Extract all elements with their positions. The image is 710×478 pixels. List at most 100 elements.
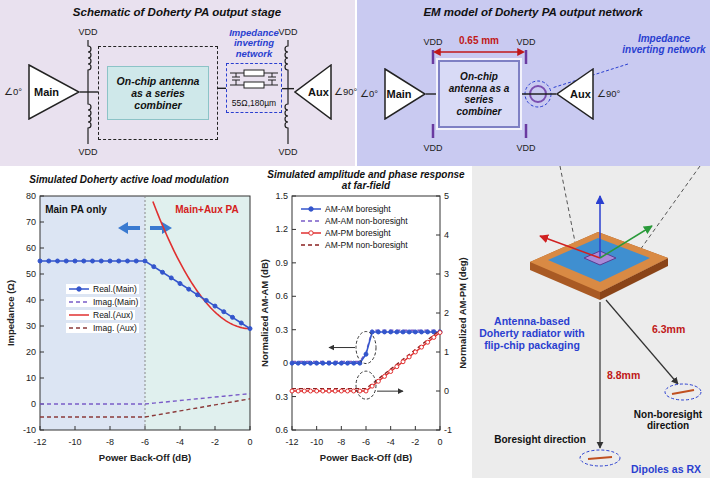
data-curve [40, 261, 250, 329]
drawing-rect [145, 196, 250, 430]
load-modulation-chart [38, 196, 252, 430]
wire-connector [520, 93, 556, 94]
axis-tick: 60 [26, 243, 36, 253]
data-marker [426, 340, 430, 344]
drawing-line [236, 73, 237, 77]
drawing-line [436, 352, 440, 353]
data-marker [117, 259, 121, 263]
axis-tick: 40 [26, 295, 36, 305]
drawing-line [292, 430, 296, 431]
axis-tick: -1 [444, 425, 452, 435]
legend-entry: AM-PM boresight [298, 228, 393, 238]
data-marker [376, 379, 380, 383]
drawing-line [525, 124, 528, 138]
axis-tick: 0 [444, 386, 449, 396]
drawing-line [436, 313, 440, 314]
axis-tick: -2 [211, 437, 219, 447]
drawing-line [377, 391, 403, 392]
drawing-line [292, 296, 296, 297]
annotation-label: Normalized AM-PM (deg) [458, 257, 469, 369]
annotation-label: Normalized AM-AM (dB) [260, 259, 271, 367]
drawing-rect [292, 196, 440, 430]
legend-entry: AM-AM boresight [298, 204, 393, 214]
legend-line-sample [300, 205, 322, 213]
annotation-label: 0.65 mm [459, 35, 499, 46]
axis-tick: -10 [310, 437, 323, 447]
data-curve [292, 330, 440, 361]
data-curve [40, 399, 250, 417]
axis-tick: -8 [337, 437, 345, 447]
data-marker [358, 389, 362, 393]
drawing-rect [40, 196, 145, 430]
data-marker [82, 259, 86, 263]
data-marker [364, 389, 368, 393]
data-marker [389, 370, 393, 374]
axis-tick: -12 [33, 437, 46, 447]
drawing-line [145, 196, 146, 430]
drawing-line [292, 229, 296, 230]
drawing-line [436, 196, 440, 197]
axis-tick: -6 [362, 437, 370, 447]
network-heading: Impedance inverting network [226, 28, 282, 59]
data-marker [327, 361, 331, 365]
data-marker [346, 389, 350, 393]
data-marker [346, 361, 350, 365]
data-marker [213, 304, 217, 308]
axis-tick: -10 [68, 437, 81, 447]
data-marker [321, 361, 325, 365]
axis-tick: -6 [141, 437, 149, 447]
amplifier-triangle: Main [28, 64, 80, 120]
drawing-line [40, 430, 44, 431]
data-marker [407, 355, 411, 359]
chip-illustration [530, 196, 668, 300]
drawing-line [316, 426, 317, 430]
data-marker [99, 259, 103, 263]
data-marker [239, 321, 243, 325]
axis-tick: 1.2 [275, 224, 288, 234]
annotation-label: Power Back-Off (dB) [99, 453, 191, 464]
axis-tick: 1.5 [275, 191, 288, 201]
data-marker [395, 365, 399, 369]
transmission-line-symbol [230, 68, 278, 94]
triangle-shape [295, 65, 331, 119]
annotation-label: 8.8mm [607, 370, 640, 382]
data-marker [413, 350, 417, 354]
amplifier-triangle: Main [384, 68, 426, 120]
axis-tick: -10 [23, 425, 36, 435]
data-marker [438, 330, 442, 334]
inverter-network: Impedance inverting network 55Ω,180µm [226, 28, 282, 113]
radiator-panel [472, 166, 710, 478]
wire-connector [282, 88, 294, 89]
legend-entry: Real.(Aux) [66, 310, 135, 320]
data-marker [321, 389, 325, 393]
data-curve [292, 333, 440, 392]
data-marker [290, 389, 294, 393]
drawing-line [272, 73, 273, 77]
drawing-line [436, 430, 440, 431]
network-box: 55Ω,180µm [226, 63, 282, 113]
data-marker [420, 345, 424, 349]
drawing-ellipse [356, 371, 376, 399]
data-marker [108, 259, 112, 263]
axis-tick: 10 [26, 373, 36, 383]
drawing-line [292, 329, 296, 330]
legend-text: AM-PM non-boresight [325, 240, 408, 250]
axis-tick: 0.6 [275, 291, 288, 301]
axis-tick: -8 [106, 437, 114, 447]
axis-tick: -4 [176, 437, 184, 447]
data-marker [420, 330, 424, 334]
annotation-label: VDD [423, 143, 442, 153]
data-marker [339, 389, 343, 393]
axis-tick: 0 [247, 437, 252, 447]
axis-tick: 0 [283, 358, 288, 368]
drawing-line [415, 426, 416, 430]
legend-entry: Real.(Main) [66, 284, 139, 294]
legend-line-sample [68, 324, 90, 332]
data-marker [302, 389, 306, 393]
annotation-label: Main+Aux PA [175, 204, 238, 215]
data-marker [290, 361, 294, 365]
wire-connector [80, 91, 98, 92]
annotation-label: 6.3mm [652, 324, 685, 336]
drawing-line [40, 378, 44, 379]
